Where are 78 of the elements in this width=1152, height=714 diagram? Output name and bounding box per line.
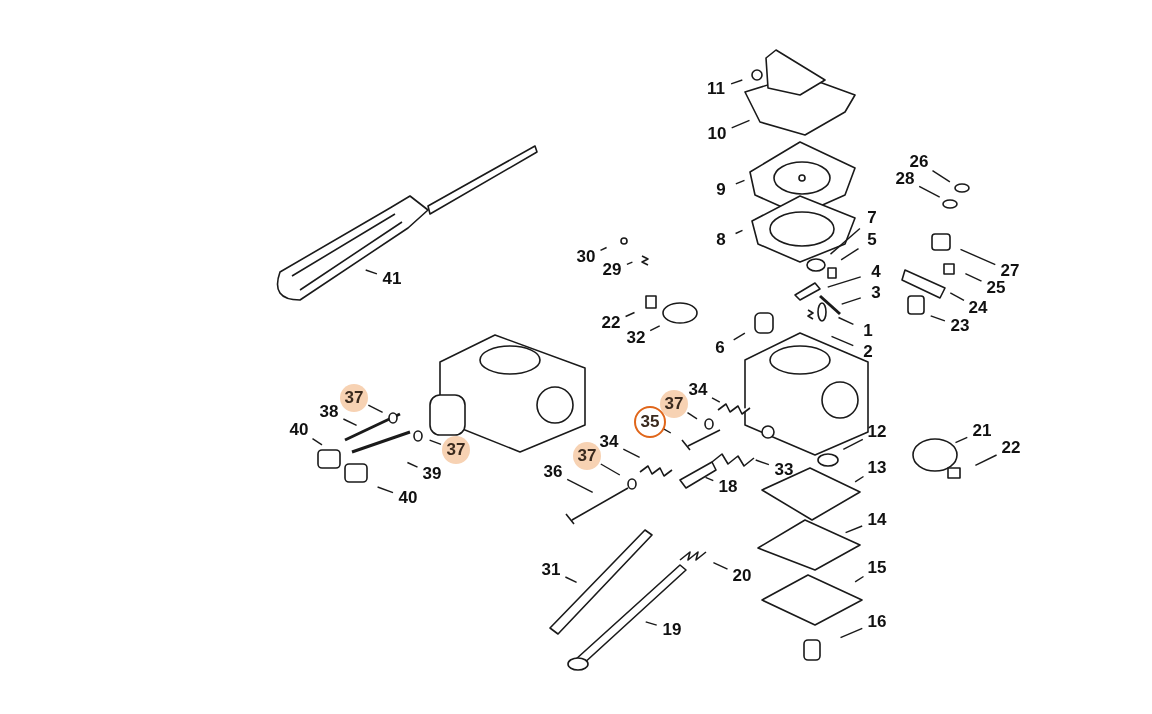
callout-number: 8 bbox=[706, 229, 736, 251]
callout-number: 12 bbox=[862, 421, 892, 443]
callout-number: 18 bbox=[713, 476, 743, 498]
callout-number: 10 bbox=[702, 123, 732, 145]
leader-line bbox=[711, 397, 721, 403]
callout-number: 9 bbox=[706, 179, 736, 201]
callout-number: 37 bbox=[442, 436, 470, 464]
leader-line bbox=[731, 119, 751, 129]
callout-number: 37 bbox=[573, 442, 601, 470]
callout-number: 5 bbox=[857, 229, 887, 251]
callout-number: 11 bbox=[701, 78, 731, 100]
callout-number: 20 bbox=[727, 565, 757, 587]
callout-number: 36 bbox=[538, 461, 568, 483]
callout-number: 19 bbox=[657, 619, 687, 641]
callout-number: 40 bbox=[393, 487, 423, 509]
leader-line bbox=[311, 438, 323, 446]
leader-line bbox=[974, 454, 998, 467]
leader-line bbox=[367, 404, 384, 413]
leader-line bbox=[599, 246, 608, 251]
leader-line bbox=[949, 292, 965, 301]
leader-line bbox=[954, 436, 968, 444]
callout-number: 37 bbox=[660, 390, 688, 418]
callout-number: 7 bbox=[857, 207, 887, 229]
callout-number: 39 bbox=[417, 463, 447, 485]
leader-line bbox=[918, 185, 941, 198]
callout-number: 2 bbox=[853, 341, 883, 363]
leader-line bbox=[841, 297, 862, 305]
leader-line bbox=[964, 272, 983, 282]
leader-line bbox=[566, 478, 594, 493]
callout-number: 14 bbox=[862, 509, 892, 531]
leader-line bbox=[428, 439, 442, 446]
leader-line bbox=[649, 325, 661, 332]
callout-number: 21 bbox=[967, 420, 997, 442]
leader-line bbox=[406, 461, 419, 468]
leader-line bbox=[840, 247, 860, 261]
leader-line bbox=[733, 332, 746, 341]
leader-line bbox=[837, 316, 855, 325]
callout-number: 37 bbox=[340, 384, 368, 412]
leader-line bbox=[730, 79, 743, 85]
callout-number: 6 bbox=[705, 337, 735, 359]
callout-number: 33 bbox=[769, 459, 799, 481]
leader-line bbox=[626, 261, 634, 265]
callout-number: 1 bbox=[853, 320, 883, 342]
leader-line bbox=[830, 335, 854, 347]
callout-number: 35 bbox=[634, 406, 666, 438]
leader-line bbox=[704, 476, 714, 482]
leader-line bbox=[829, 227, 861, 255]
callout-number: 4 bbox=[861, 261, 891, 283]
callout-number: 16 bbox=[862, 611, 892, 633]
leader-line bbox=[930, 315, 946, 322]
leader-line bbox=[854, 475, 865, 483]
leader-line bbox=[842, 438, 864, 450]
callout-number: 15 bbox=[862, 557, 892, 579]
leader-line bbox=[365, 269, 378, 275]
leader-line bbox=[735, 179, 746, 185]
leader-line bbox=[686, 412, 698, 420]
leader-line bbox=[600, 463, 621, 476]
leader-line bbox=[734, 229, 744, 235]
leader-line bbox=[827, 276, 862, 288]
leader-line bbox=[854, 575, 865, 583]
callout-number: 22 bbox=[996, 437, 1026, 459]
leader-line bbox=[624, 311, 636, 318]
leader-line bbox=[712, 561, 729, 570]
leader-line bbox=[645, 621, 658, 626]
callout-number: 13 bbox=[862, 457, 892, 479]
leader-line bbox=[342, 418, 358, 427]
callout-number: 41 bbox=[377, 268, 407, 290]
leader-line bbox=[622, 448, 641, 458]
leader-line bbox=[844, 525, 863, 534]
leader-line bbox=[931, 169, 951, 183]
leader-line bbox=[376, 486, 394, 494]
leader-line bbox=[564, 576, 578, 584]
callout-number: 40 bbox=[284, 419, 314, 441]
leader-line bbox=[839, 627, 863, 639]
leader-line bbox=[755, 459, 770, 466]
leader-line bbox=[959, 248, 996, 266]
callout-number: 31 bbox=[536, 559, 566, 581]
callout-number: 3 bbox=[861, 282, 891, 304]
